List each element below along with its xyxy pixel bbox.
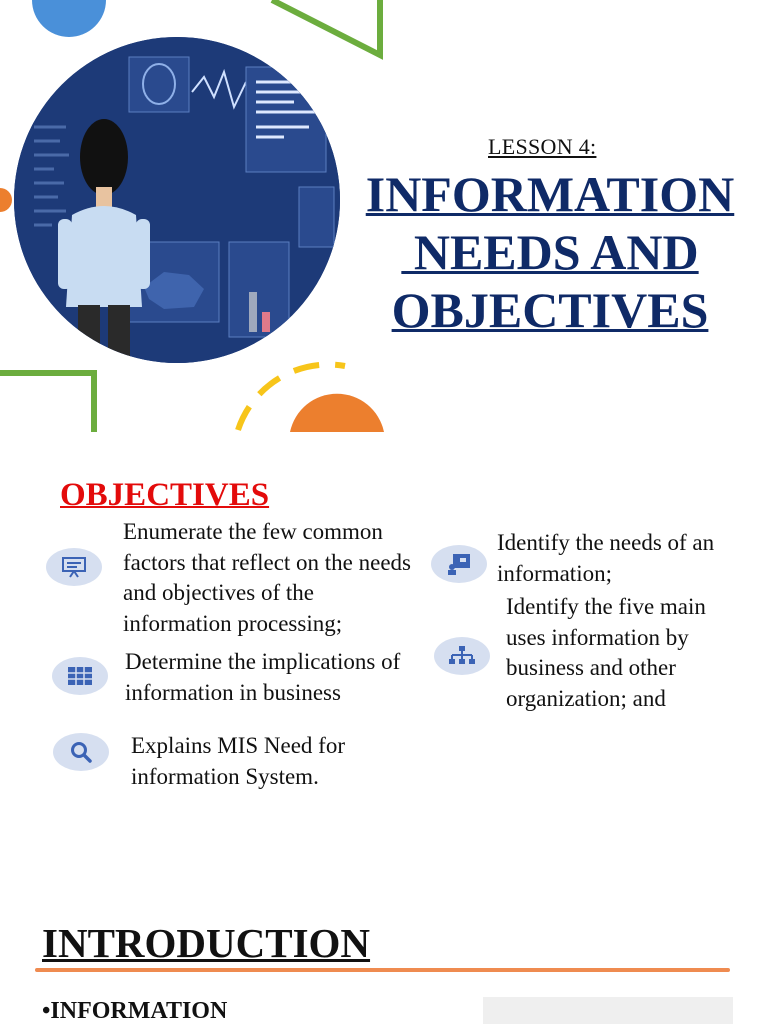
table-grid-icon [52, 657, 108, 695]
orange-half-circle-shape [290, 393, 384, 432]
lesson-label: LESSON 4: [488, 134, 597, 159]
orange-dot-shape [0, 188, 12, 212]
decorative-shapes [0, 0, 384, 432]
title-line: OBJECTIVES [391, 282, 709, 338]
presentation-board-icon [46, 548, 102, 586]
person-board-icon [431, 545, 487, 583]
title-line: NEEDS AND [401, 224, 699, 280]
title-line: INFORMATION [365, 166, 735, 222]
objective-text: Identify the five main uses information … [506, 594, 706, 711]
bullet-item: •INFORMATION [42, 998, 228, 1024]
intro-image-placeholder [483, 997, 733, 1024]
bullet-label: INFORMATION [50, 998, 228, 1024]
title-slide: LESSON 4: INFORMATION NEEDS AND OBJECTIV… [0, 0, 768, 432]
magnifier-icon [53, 733, 109, 771]
objective-text: Determine the implications of informatio… [125, 649, 401, 705]
lesson-title: INFORMATION NEEDS AND OBJECTIVES [345, 165, 755, 339]
dashboard-illustration [14, 37, 340, 363]
yellow-dashed-arc-shape [235, 361, 346, 431]
blue-circle-shape [32, 0, 106, 37]
green-corner-shape [0, 370, 97, 432]
objectives-heading: OBJECTIVES [60, 477, 270, 513]
objective-text: Enumerate the few common factors that re… [123, 519, 412, 636]
introduction-slide: INTRODUCTION •INFORMATION [0, 864, 768, 1024]
objectives-slide: OBJECTIVES Enumerate the few common fact… [0, 432, 768, 864]
objective-text: Explains MIS Need for information System… [131, 733, 345, 789]
objective-text: Identify the needs of an information; [497, 530, 715, 586]
org-chart-icon [434, 637, 490, 675]
introduction-heading: INTRODUCTION [42, 920, 371, 966]
orange-divider [35, 968, 730, 972]
green-triangle-shape [270, 0, 383, 60]
